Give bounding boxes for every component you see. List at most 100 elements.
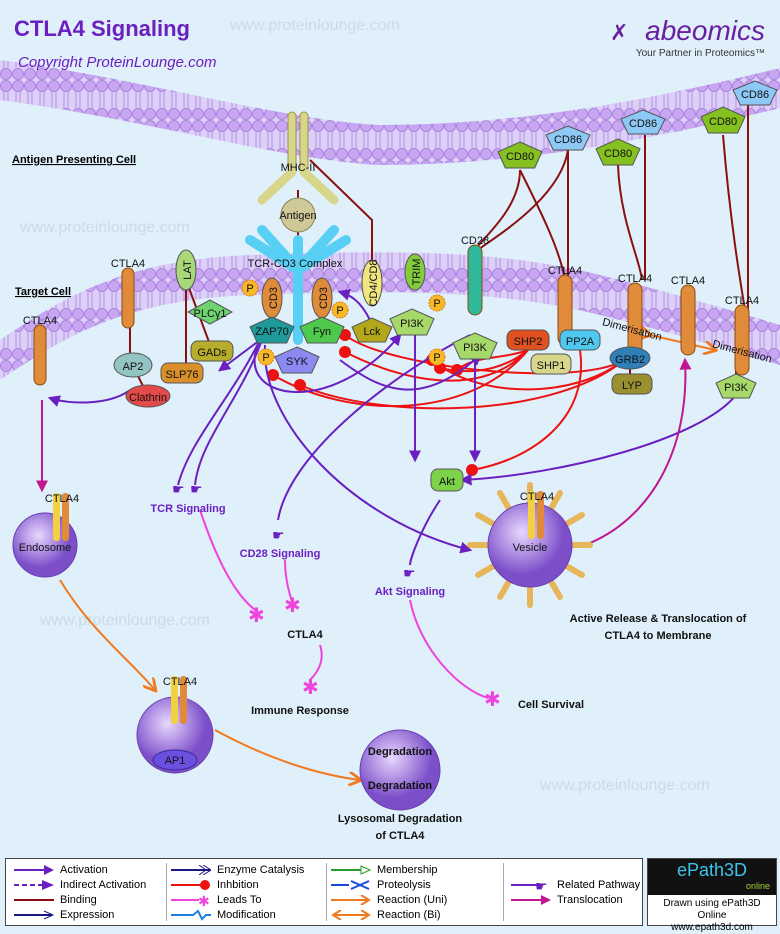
related-pathway-icon: ☛☛☛☛ [172, 482, 416, 582]
cd80-3[interactable]: CD80 [700, 106, 746, 134]
svg-text:LYP: LYP [622, 380, 642, 392]
cd80-1[interactable]: CD80 [497, 141, 543, 169]
svg-text:✱: ✱ [248, 603, 265, 627]
svg-text:CTLA4: CTLA4 [671, 275, 705, 287]
legend-reaction-uni: Reaction (Uni) [331, 892, 447, 907]
legend-enzyme: Enzyme Catalysis [171, 862, 304, 877]
svg-text:Akt: Akt [439, 476, 455, 488]
cd86-1[interactable]: CD86 [545, 125, 591, 151]
grb2[interactable]: GRB2 [609, 346, 651, 370]
clathrin[interactable]: Clathrin [125, 384, 171, 408]
legend-leads-to: ✱Leads To [171, 892, 261, 907]
phosphate-icon: P [428, 294, 446, 312]
svg-text:PI3K: PI3K [463, 342, 488, 354]
slp76[interactable]: SLP76 [160, 362, 204, 384]
pp2a[interactable]: PP2A [559, 329, 601, 351]
svg-text:☛: ☛ [272, 528, 285, 544]
pi3k2[interactable]: PI3K [452, 332, 498, 360]
legend-expression: Expression [14, 907, 114, 922]
ap2[interactable]: AP2 [113, 352, 153, 378]
ctla4-c[interactable]: CTLA4 [548, 265, 582, 346]
phosphate-icon: P [428, 348, 446, 366]
cd3b[interactable]: CD3 [311, 277, 333, 319]
svg-text:CD86: CD86 [629, 118, 657, 130]
inhibition-lines [267, 329, 631, 476]
degradation-1: Degradation [368, 746, 432, 758]
gads[interactable]: GADs [190, 340, 234, 362]
ctla4-outcome: CTLA4 [287, 629, 323, 641]
syk[interactable]: SYK [274, 346, 320, 374]
svg-text:PI3K: PI3K [400, 318, 425, 330]
legend-divider [166, 863, 167, 921]
shp2[interactable]: SHP2 [506, 329, 550, 351]
vesicle[interactable]: Vesicle CTLA4 [467, 482, 593, 608]
svg-text:www.proteinlounge.com: www.proteinlounge.com [229, 17, 400, 34]
svg-text:P: P [262, 352, 269, 364]
cd80-2[interactable]: CD80 [595, 138, 641, 166]
cd86-3[interactable]: CD86 [732, 80, 778, 106]
svg-text:✱: ✱ [198, 894, 210, 906]
fyn[interactable]: Fyn [299, 316, 345, 344]
trim[interactable]: TRIM [404, 253, 426, 291]
ctla4-f[interactable]: CTLA4 [725, 295, 759, 376]
cd3a[interactable]: CD3 [261, 277, 283, 319]
svg-text:CTLA4: CTLA4 [111, 258, 145, 270]
lck[interactable]: Lck [351, 317, 393, 343]
svg-text:AP2: AP2 [123, 361, 144, 373]
akt-signaling[interactable]: Akt Signaling [375, 586, 445, 598]
legend-related-pathway: ☛Related Pathway [511, 877, 640, 892]
shp1[interactable]: SHP1 [530, 353, 572, 375]
active-release-line2: CTLA4 to Membrane [605, 630, 712, 642]
brand-tagline: Your Partner in Proteomics™ [636, 48, 765, 59]
svg-text:CD86: CD86 [741, 89, 769, 101]
svg-text:GRB2: GRB2 [615, 354, 645, 366]
plcg1[interactable]: PLCγ1 [186, 299, 234, 325]
legend-modification: Modification [171, 907, 276, 922]
ctla4-e[interactable]: CTLA4 [671, 275, 705, 356]
legend-activation: Activation [14, 862, 108, 877]
svg-text:Lck: Lck [363, 326, 381, 338]
cd28-signaling[interactable]: CD28 Signaling [240, 548, 321, 560]
immune-response: Immune Response [251, 705, 349, 717]
svg-text:☛: ☛ [172, 482, 185, 498]
ctla4-a[interactable]: CTLA4 [111, 258, 145, 329]
pi3k1[interactable]: PI3K [389, 308, 435, 336]
svg-text:CD3: CD3 [268, 287, 280, 309]
cd4cd8[interactable]: CD4/CD8 [361, 259, 383, 307]
svg-text:GADs: GADs [197, 347, 227, 359]
cd86-2[interactable]: CD86 [620, 109, 666, 135]
tcr-signaling[interactable]: TCR Signaling [150, 503, 225, 515]
mhc-ii[interactable]: MHC-II [257, 111, 339, 205]
apc-label: Antigen Presenting Cell [12, 154, 136, 166]
akt[interactable]: Akt [430, 468, 464, 492]
lysosomal-degradation-line2: of CTLA4 [376, 830, 426, 842]
lat[interactable]: LAT [175, 249, 197, 291]
legend: Activation Indirect Activation Binding E… [5, 858, 643, 926]
ctla4-b[interactable]: CTLA4 [23, 315, 57, 386]
pi3k3[interactable]: PI3K [715, 373, 757, 399]
svg-text:CD80: CD80 [709, 116, 737, 128]
legend-reaction-bi: Reaction (Bi) [331, 907, 441, 922]
svg-text:PP2A: PP2A [566, 336, 595, 348]
lyp[interactable]: LYP [611, 373, 653, 395]
zap70[interactable]: ZAP70 [249, 316, 295, 344]
svg-text:Vesicle: Vesicle [513, 542, 548, 554]
svg-text:CD86: CD86 [554, 134, 582, 146]
cd28[interactable]: CD28 [461, 235, 489, 316]
ctla4-d[interactable]: CTLA4 [618, 273, 652, 354]
svg-text:Antigen: Antigen [279, 210, 316, 222]
copyright: Copyright ProteinLounge.com [18, 54, 216, 71]
svg-text:P: P [336, 305, 343, 317]
svg-text:CD3: CD3 [318, 287, 330, 309]
ctla4-label: CTLA4 [520, 491, 554, 503]
page-title: CTLA4 Signaling [14, 16, 190, 41]
tcr-cd3-complex[interactable]: TCR-CD3 Complex [245, 225, 351, 345]
antigen[interactable]: Antigen [279, 197, 317, 233]
svg-text:TRIM: TRIM [411, 259, 423, 286]
